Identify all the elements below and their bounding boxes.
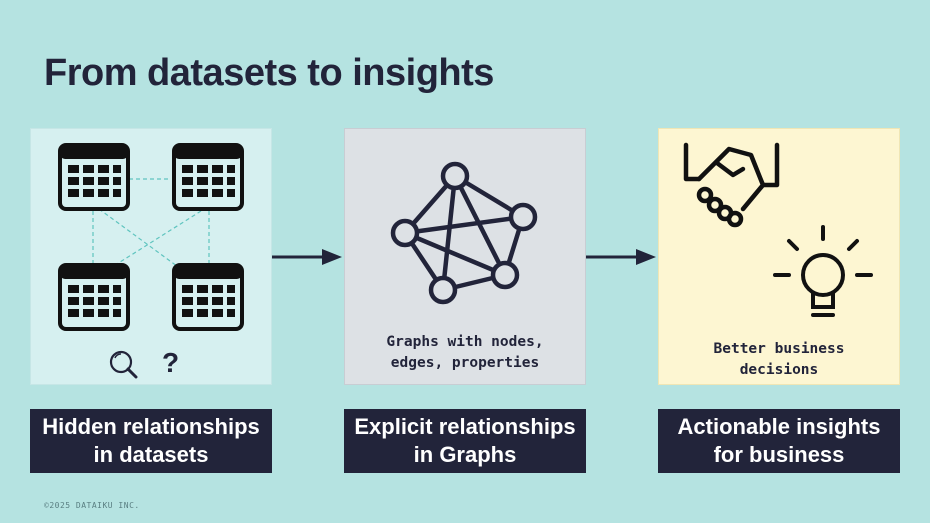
- table-icon: [58, 143, 130, 211]
- question-mark: ?: [162, 347, 180, 378]
- panel-caption-line: decisions: [739, 362, 819, 378]
- panel-graphs: Graphs with nodes, edges, properties: [344, 128, 586, 385]
- table-icon: [172, 143, 244, 211]
- arrow-right-icon: [586, 249, 656, 265]
- network-graph-icon: [390, 161, 538, 305]
- step-label-line: in Graphs: [413, 442, 517, 467]
- panel-datasets: ?: [30, 128, 272, 385]
- step-label-explicit-relationships: Explicit relationships in Graphs: [344, 409, 586, 473]
- step-label-line: Hidden relationships: [42, 414, 260, 439]
- panel-caption-line: edges, properties: [390, 355, 540, 371]
- datasets-illustration: [58, 143, 244, 379]
- arrow-right-icon: [272, 249, 342, 265]
- table-icon: [172, 263, 244, 331]
- panel-caption-line: Better business: [713, 341, 845, 357]
- panel-caption: Better business decisions: [659, 339, 899, 381]
- lightbulb-icon: [773, 225, 873, 317]
- dashed-connectors: [92, 178, 210, 270]
- step-label-actionable-insights: Actionable insights for business: [658, 409, 900, 473]
- step-label-line: Explicit relationships: [354, 414, 576, 439]
- table-icon: [58, 263, 130, 331]
- panel-caption: Graphs with nodes, edges, properties: [345, 332, 585, 374]
- step-label-hidden-relationships: Hidden relationships in datasets: [30, 409, 272, 473]
- panel-insights: Better business decisions: [658, 128, 900, 385]
- insights-illustration: [683, 142, 873, 317]
- step-label-line: Actionable insights: [677, 414, 881, 439]
- handshake-icon: [683, 142, 780, 228]
- panel-caption-line: Graphs with nodes,: [386, 334, 544, 350]
- copyright-footer: ©2025 DATAIKU INC.: [44, 501, 140, 510]
- search-icon: [109, 350, 138, 379]
- step-label-line: for business: [713, 442, 845, 467]
- step-label-line: in datasets: [93, 442, 209, 467]
- page-title: From datasets to insights: [44, 52, 494, 94]
